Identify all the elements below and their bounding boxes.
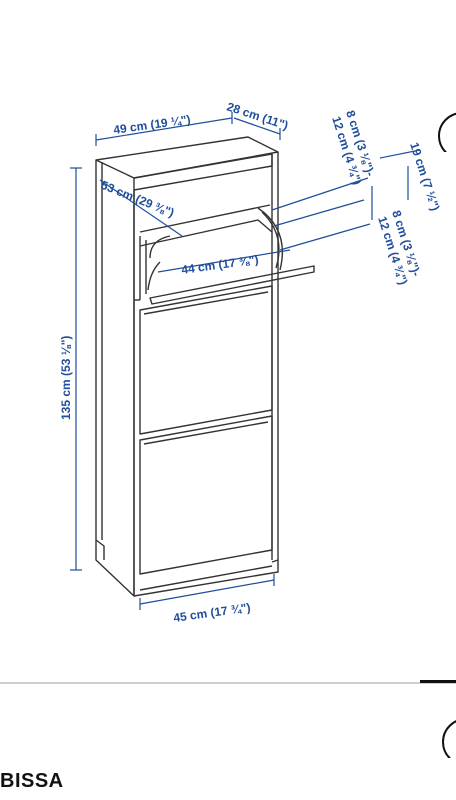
carousel-progress-indicator [420,680,456,683]
carousel-next-button[interactable] [438,112,456,152]
product-name: BISSA [0,770,64,792]
circle-button-icon [438,112,456,152]
product-dimension-diagram: 49 cm (19 ¼") 28 cm (11") 135 cm (53 ⅛")… [59,100,442,625]
carousel-scroll-button[interactable] [442,718,456,758]
dimension-labels: 49 cm (19 ¼") 28 cm (11") 135 cm (53 ⅛")… [59,100,442,625]
depth-label: 28 cm (11") [225,100,290,133]
cabinet-line-art [95,136,315,597]
height-label: 135 cm (53 ⅛") [59,336,73,420]
width-label: 49 cm (19 ¼") [112,112,191,137]
dimension-lines [70,112,421,610]
bottom-width-label: 45 cm (17 ¾") [172,600,251,625]
section-divider [0,682,456,684]
circle-button-icon [442,718,456,758]
inner-width-label: 44 cm (17 ⅜") [180,252,259,277]
